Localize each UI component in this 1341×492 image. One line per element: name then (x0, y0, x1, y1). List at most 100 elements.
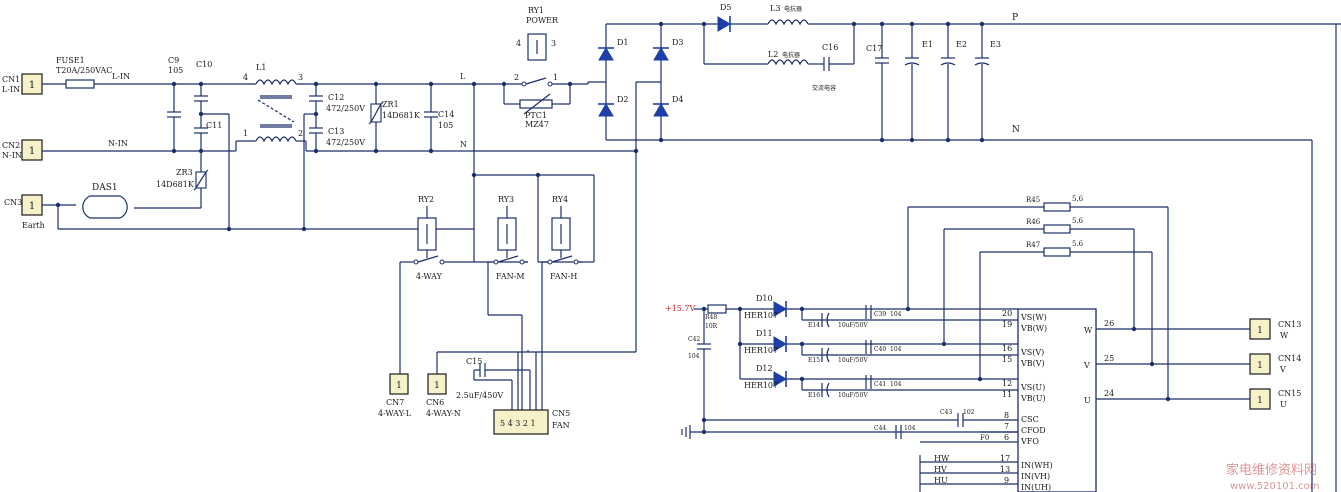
pin8: 8 (1004, 411, 1009, 420)
pin9: 9 (1004, 476, 1009, 485)
cn6-label: CN6 (426, 398, 444, 407)
r48-label: R48 (705, 314, 717, 321)
varistor-zr1 (368, 84, 384, 151)
pin26: 26 (1104, 319, 1114, 328)
cn7-sublabel: 4-WAY-L (378, 409, 412, 418)
nin-label: N-IN (108, 139, 128, 148)
connector-cn7: 1 CN7 4-WAY-L (378, 373, 412, 418)
cn3-label: CN3 (4, 198, 22, 207)
das1-label: DAS1 (92, 183, 118, 193)
vbu-label: VB(U) (1020, 394, 1046, 403)
d10-part: HER107 (744, 311, 778, 320)
pin11: 11 (1002, 390, 1012, 399)
l3-desc: 电抗器 (784, 5, 802, 13)
c40-value: 104 (890, 346, 902, 353)
pin13: 13 (1000, 465, 1010, 474)
ptc1-label: PTC1 (525, 111, 547, 120)
zr3-value: 14D681K (156, 180, 195, 189)
c39-value: 104 (890, 311, 902, 318)
c40-label: C40 (874, 346, 886, 353)
e1-label: E1 (922, 40, 933, 49)
c17-label: C17 (866, 44, 882, 53)
pin25: 25 (1104, 354, 1114, 363)
watermark-cn: 家电维修资料网 (1226, 462, 1317, 478)
cn13-pin: 1 (1257, 326, 1263, 336)
pin6: 6 (1004, 433, 1009, 442)
y-caps (303, 84, 323, 229)
e16-value: 10uF/50V (838, 392, 868, 399)
d11-label: D11 (756, 329, 773, 338)
r45-label: R45 (1026, 196, 1040, 204)
connector-cn14: 1 CN14 V (1249, 353, 1301, 375)
invh-label: IN(VH) (1021, 472, 1050, 481)
cn1-sublabel: L-IN (2, 85, 20, 94)
node-l: L (460, 72, 466, 81)
e14-label: E14 (808, 322, 820, 329)
r46-label: R46 (1026, 218, 1041, 226)
watermark-url: www.520101.com (1230, 481, 1320, 492)
pin24: 24 (1104, 389, 1114, 398)
cn14-pin: 1 (1257, 361, 1263, 371)
cn5-pins: 5 4 3 2 1 (500, 419, 536, 428)
c11-label: C11 (206, 121, 222, 130)
pin7: 7 (1004, 422, 1009, 431)
c15-value: 2.5uF/450V (456, 391, 503, 400)
cn13-label: CN13 (1278, 320, 1301, 329)
dc-bus (703, 16, 1341, 140)
cn13-sublabel: W (1280, 331, 1289, 340)
fuse1-value: T20A/250VAC (56, 66, 112, 75)
out-v-label: V (1083, 361, 1090, 370)
cn3-sublabel: Earth (22, 221, 45, 230)
l3-label: L3 (770, 4, 780, 13)
l1-label: L1 (256, 63, 266, 72)
vsv-label: VS(V) (1020, 348, 1044, 357)
vbv-label: VB(V) (1020, 359, 1045, 368)
out-w-label: W (1084, 326, 1093, 335)
cn5-sublabel: FAN (552, 421, 570, 430)
zr1-value: 14D681K (382, 111, 421, 120)
c42-label: C42 (688, 336, 700, 343)
choke-l1 (255, 79, 636, 152)
l1-pin2: 2 (298, 129, 303, 138)
c14-value: 105 (438, 121, 453, 130)
l1-pin3: 3 (298, 73, 303, 82)
c43-label: C43 (940, 409, 952, 416)
ipm-chip (1017, 308, 1250, 492)
l2-desc: 电抗器 (782, 51, 800, 59)
d1-label: D1 (617, 38, 629, 47)
cn7-label: CN7 (386, 398, 404, 407)
c39-label: C39 (874, 311, 886, 318)
r45-value: 5.6 (1072, 195, 1084, 203)
d4-label: D4 (672, 95, 684, 104)
cn7-pin: 1 (396, 381, 402, 391)
c10-label: C10 (196, 60, 212, 69)
d2-label: D2 (617, 95, 629, 104)
e16-label: E16 (808, 392, 820, 399)
c44-label: C44 (874, 425, 886, 432)
c9-value: 105 (168, 66, 183, 75)
cn6-sublabel: 4-WAY-N (426, 409, 461, 418)
feedback-resistors (907, 202, 1169, 399)
aux-relays (399, 84, 595, 410)
r47-label: R47 (1026, 241, 1040, 249)
cap-c14 (424, 84, 438, 151)
d5-label: D5 (720, 3, 732, 12)
c43-value: 102 (963, 409, 975, 416)
ry1-pin4: 4 (516, 39, 521, 48)
ptc1-value: MZ47 (525, 120, 549, 129)
supply-label: +15.7V (665, 304, 696, 313)
fuse1-label: FUSE1 (56, 56, 85, 65)
zr1-label: ZR1 (382, 100, 399, 109)
bus-n-label: N (1012, 125, 1020, 135)
pin16: 16 (1002, 344, 1012, 353)
relay-fan-m-label: FAN-M (496, 272, 525, 281)
cn5-label: CN5 (552, 409, 570, 418)
ry1-pin3: 3 (551, 39, 556, 48)
e15-label: E15 (808, 357, 820, 364)
vsw-label: VS(W) (1020, 313, 1047, 322)
lin-label: L-IN (112, 72, 130, 81)
c15-label: C15 (466, 357, 482, 366)
hv-label: HV (934, 465, 947, 474)
ry1-label: RY1 (528, 6, 544, 15)
c41-value: 104 (890, 381, 902, 388)
